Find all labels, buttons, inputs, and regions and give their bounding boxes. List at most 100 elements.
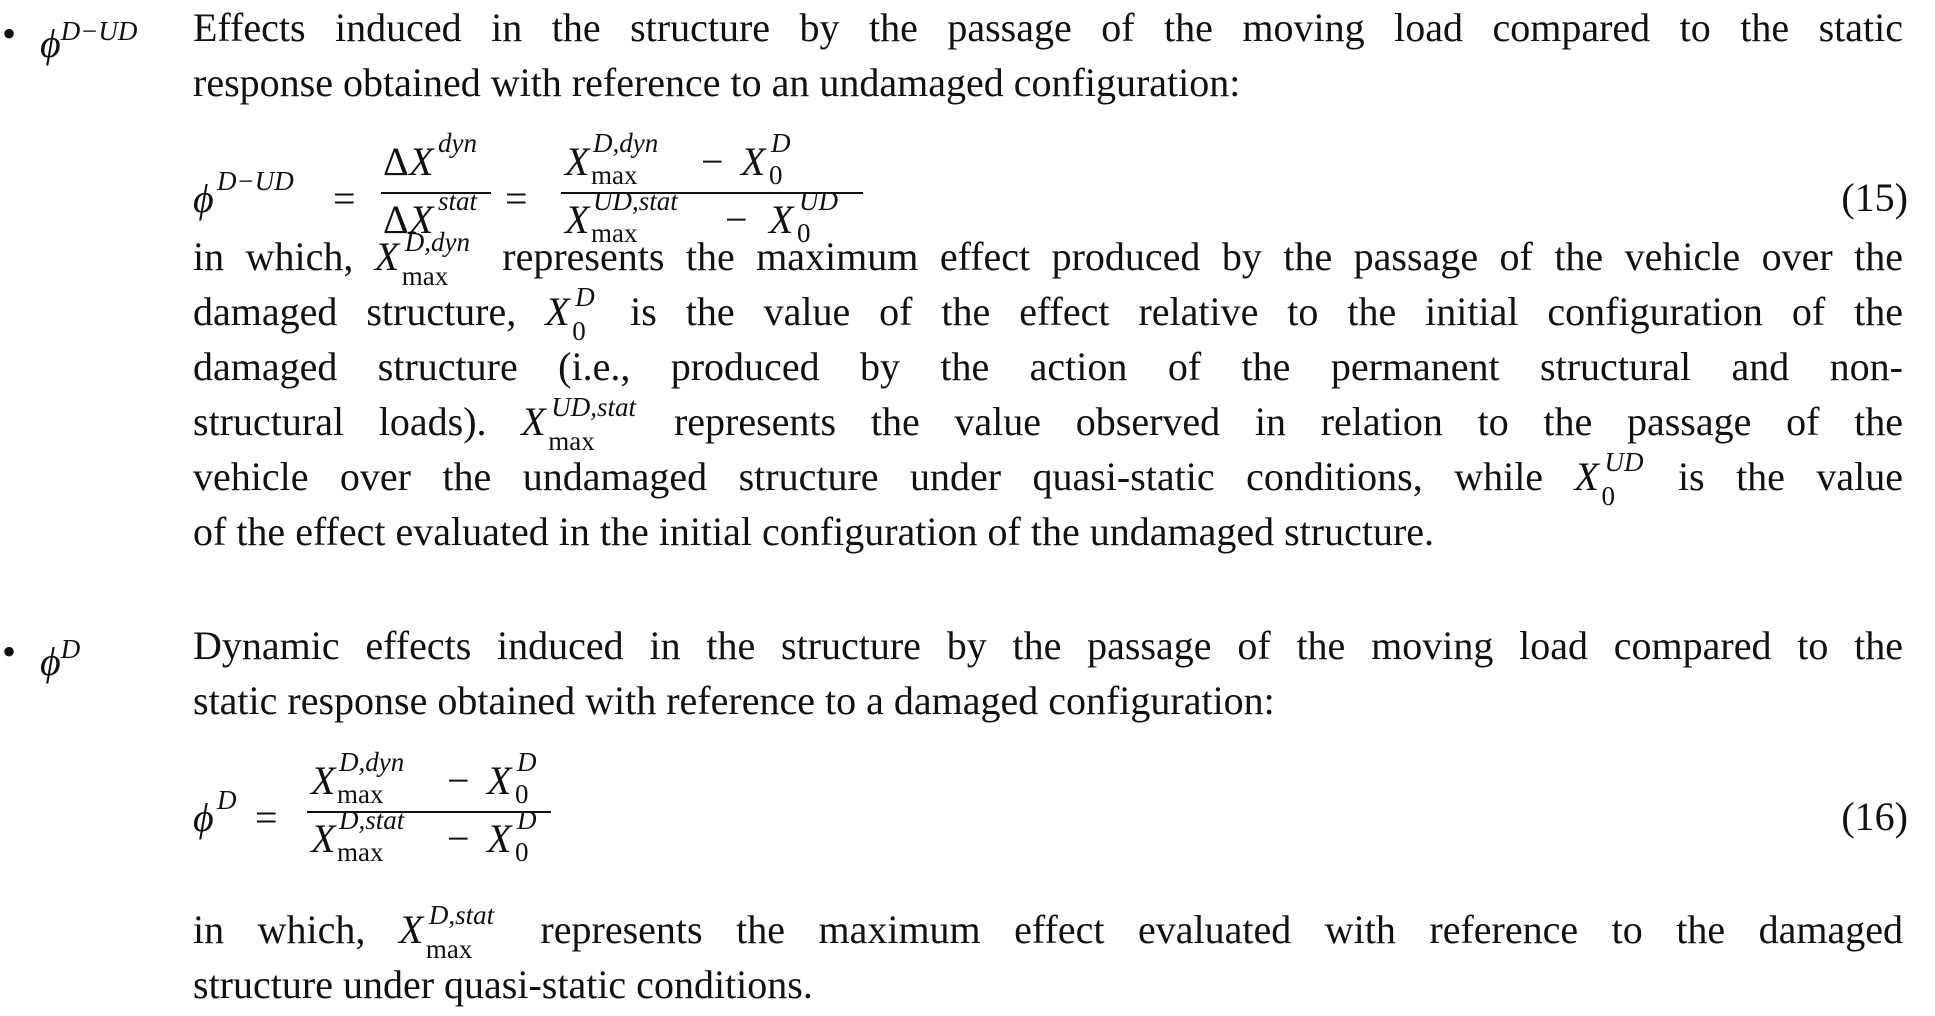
x-variable: X <box>374 234 400 279</box>
sub-max: max <box>337 779 384 809</box>
sup-d: D <box>517 747 537 777</box>
sub-max: max <box>337 837 384 867</box>
text-run: structural loads). <box>193 399 522 444</box>
sup-d-dyn: D,dyn <box>404 227 471 257</box>
text-line: damaged structure (i.e., produced by the… <box>193 344 1903 389</box>
equation-number: (16) <box>1841 794 1908 839</box>
sup-ud: UD <box>799 186 838 216</box>
minus-sign: − <box>725 197 748 242</box>
text-run: is the value <box>1646 454 1903 499</box>
phi-symbol: ϕ <box>40 639 61 684</box>
text-run: represents the maximum effect evaluated … <box>506 907 1903 952</box>
bullet-marker: • <box>2 11 17 56</box>
sup-stat: stat <box>438 186 478 216</box>
x-variable: X <box>409 139 434 184</box>
sub-max: max <box>548 426 595 456</box>
delta-symbol: Δ <box>383 197 409 242</box>
text-run: is the value of the effect relative to t… <box>601 289 1903 334</box>
sub-max: max <box>425 934 473 964</box>
sub-max: max <box>591 218 638 248</box>
sup-dyn: dyn <box>438 128 477 158</box>
eq-lhs-phi: ϕ <box>193 176 214 221</box>
sup-ud-stat: UD,stat <box>593 186 678 216</box>
x-variable: X <box>521 399 546 444</box>
x-variable: X <box>565 197 590 242</box>
sup-d-stat: D,stat <box>428 900 495 930</box>
bullet-marker: • <box>2 629 17 674</box>
text-run: in which, <box>193 907 399 952</box>
sup-d-dyn: D,dyn <box>339 747 405 777</box>
sub-zero: 0 <box>1601 481 1616 511</box>
fraction-bar <box>561 192 863 194</box>
equation-16: ϕ D = X D,dyn max − X D 0 X D,stat max −… <box>193 747 1908 877</box>
x-variable: X <box>311 758 336 803</box>
phi-symbol: ϕ <box>40 21 61 66</box>
intro-line: response obtained with reference to an u… <box>193 60 1241 105</box>
sub-zero: 0 <box>572 316 586 346</box>
sup-ud: UD <box>1604 447 1644 477</box>
intro-paragraph: Dynamic effects induced in the structure… <box>193 618 1903 728</box>
eq-lhs-sup: D−UD <box>217 166 294 196</box>
intro-line: Dynamic effects induced in the structure… <box>193 623 1903 668</box>
x-variable: X <box>311 816 336 861</box>
sup-d-stat: D,stat <box>339 805 405 835</box>
equation-number: (15) <box>1841 175 1908 220</box>
eq-lhs-phi: ϕ <box>193 795 214 840</box>
x-variable: X <box>565 139 590 184</box>
x-variable: X <box>409 197 434 242</box>
equals-sign: = <box>505 176 528 221</box>
text-run: represents the value observed in relatio… <box>639 399 1904 444</box>
minus-sign: − <box>701 139 724 184</box>
x-variable: X <box>769 197 794 242</box>
equals-sign: = <box>333 176 356 221</box>
sub-zero: 0 <box>515 837 529 867</box>
intro-line: Effects induced in the structure by the … <box>193 5 1903 50</box>
intro-paragraph: Effects induced in the structure by the … <box>193 0 1903 110</box>
text-line: vehicle over the undamaged structure und… <box>193 447 1903 511</box>
x-variable: X <box>741 139 766 184</box>
sub-zero: 0 <box>769 160 783 190</box>
minus-sign: − <box>447 816 470 861</box>
sub-zero: 0 <box>515 779 529 809</box>
fraction-bar <box>381 192 491 194</box>
sup-d: D <box>517 805 537 835</box>
text-line: structure under quasi-static conditions. <box>193 962 813 1007</box>
text-run: damaged structure, <box>193 289 546 334</box>
fraction-bar <box>307 811 551 813</box>
item-symbol: ϕD <box>40 622 80 689</box>
sub-max: max <box>401 261 449 291</box>
sup-d: D <box>771 128 791 158</box>
x-variable: X <box>545 289 570 334</box>
symbol-superscript: D−UD <box>60 16 138 46</box>
minus-sign: − <box>447 758 470 803</box>
text-run: represents the maximum effect produced b… <box>480 234 1903 279</box>
sup-d: D <box>575 282 595 312</box>
equals-sign: = <box>255 795 278 840</box>
x-variable: X <box>398 907 424 952</box>
text-run: in which, <box>193 234 375 279</box>
symbol-superscript: D <box>60 634 81 664</box>
eq-lhs-sup: D <box>217 785 237 815</box>
x-variable: X <box>1574 454 1599 499</box>
sub-max: max <box>591 160 638 190</box>
item-symbol: ϕD−UD <box>40 4 137 71</box>
delta-symbol: Δ <box>383 139 409 184</box>
x-variable: X <box>487 758 512 803</box>
intro-line: static response obtained with reference … <box>193 678 1275 723</box>
sub-zero: 0 <box>797 218 811 248</box>
equation-15: ϕ D−UD = Δ X dyn Δ X stat = X D,dyn max … <box>193 128 1908 258</box>
sup-ud-stat: UD,stat <box>551 392 637 422</box>
x-variable: X <box>487 816 512 861</box>
